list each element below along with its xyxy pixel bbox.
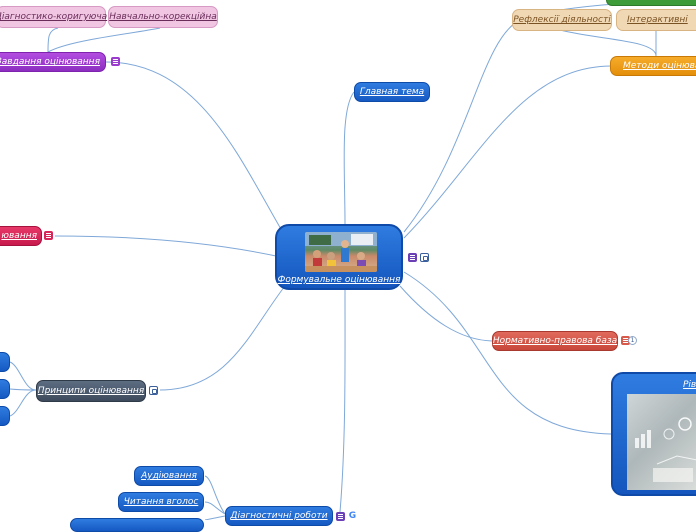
- link-reading: [204, 501, 226, 515]
- link-methods: [403, 65, 613, 239]
- topic-bottom-clipped[interactable]: [70, 518, 204, 532]
- classroom-illustration: [305, 232, 377, 272]
- link-icon[interactable]: [420, 253, 429, 262]
- normative-notes-icon[interactable]: [621, 336, 630, 345]
- topic-top-right-green[interactable]: [606, 0, 696, 6]
- topic-interactive[interactable]: Інтерактивні: [616, 9, 696, 31]
- link-audition: [204, 475, 226, 515]
- link-left-mid: [54, 235, 277, 257]
- link-principles: [159, 281, 289, 391]
- link-main-topic: [343, 91, 355, 225]
- classroom-photo: [305, 232, 377, 272]
- link-third: [204, 515, 226, 520]
- link-learn-corr: [47, 27, 161, 53]
- topic-audition[interactable]: Аудіювання: [134, 466, 204, 486]
- topic-methods[interactable]: Методи оцінювання: [610, 56, 696, 76]
- link-normative: [399, 285, 493, 342]
- link-diag-works: [339, 289, 346, 513]
- link-tasks: [105, 61, 286, 237]
- levels-title: Рівн: [683, 380, 696, 390]
- levels-photo: [627, 394, 696, 490]
- topic-diagnostic-corrective[interactable]: Діагностико-коригуюча: [0, 6, 107, 28]
- link-levels: [403, 271, 612, 435]
- topic-diagnostic-works[interactable]: Діагностичні роботи: [225, 506, 333, 526]
- link-diag-corr: [47, 27, 59, 53]
- topic-learning-corrective[interactable]: Навчально-корекційна: [108, 6, 218, 28]
- google-icon[interactable]: G: [348, 510, 357, 521]
- topic-levels-card[interactable]: Рівн: [611, 372, 696, 496]
- topic-normative-base[interactable]: Нормативно-правова база: [492, 331, 618, 351]
- topic-left-mid[interactable]: ювання: [0, 226, 42, 246]
- levels-illustration: [635, 417, 696, 482]
- topic-main[interactable]: Главная тема: [354, 82, 430, 102]
- principle-stub-3[interactable]: [0, 406, 10, 426]
- link-methods-reflexive: [559, 29, 657, 57]
- topic-reading-aloud[interactable]: Читання вголос: [118, 492, 204, 512]
- principles-link-icon[interactable]: [149, 386, 158, 395]
- link-stub-1: [9, 361, 37, 391]
- principle-stub-2[interactable]: [0, 379, 10, 399]
- left-mid-notes-icon[interactable]: [44, 231, 53, 240]
- tasks-notes-icon[interactable]: [111, 57, 120, 66]
- link-reflexive: [403, 19, 521, 233]
- topic-reflexive[interactable]: Рефлексії діяльності: [512, 9, 612, 31]
- notes-icon[interactable]: [408, 253, 417, 262]
- central-label: Формувальне оцінювання: [277, 275, 401, 285]
- principle-stub-1[interactable]: [0, 352, 10, 372]
- normative-count-badge: 1: [628, 336, 637, 345]
- link-stub-3: [9, 389, 37, 417]
- diag-works-notes-icon[interactable]: [336, 512, 345, 521]
- central-topic[interactable]: Формувальне оцінювання: [275, 224, 403, 290]
- topic-assessment-tasks[interactable]: Завдання оцінювання: [0, 52, 106, 72]
- topic-principles[interactable]: Принципи оцінювання: [36, 380, 146, 402]
